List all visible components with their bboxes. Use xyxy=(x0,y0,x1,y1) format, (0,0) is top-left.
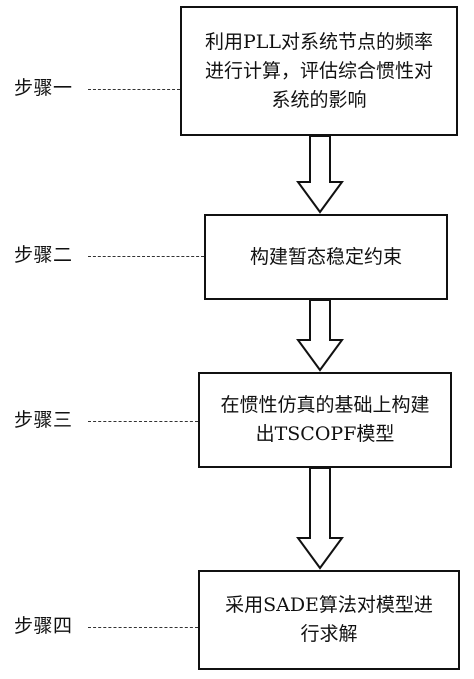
connector-dash-4 xyxy=(88,627,198,628)
connector-dash-1 xyxy=(88,89,180,90)
step-label-4: 步骤四 xyxy=(14,615,73,637)
down-arrow-icon xyxy=(296,468,344,570)
process-box-4: 采用SADE算法对模型进行求解 xyxy=(198,570,460,670)
process-box-2: 构建暂态稳定约束 xyxy=(204,214,448,300)
process-box-3-text: 在惯性仿真的基础上构建出TSCOPF模型 xyxy=(220,394,430,445)
process-box-3: 在惯性仿真的基础上构建出TSCOPF模型 xyxy=(198,372,452,468)
process-box-4-text: 采用SADE算法对模型进行求解 xyxy=(225,594,433,645)
connector-dash-2 xyxy=(88,256,204,257)
step-label-2: 步骤二 xyxy=(14,244,73,266)
flow-arrow-3 xyxy=(290,468,350,570)
flow-arrow-2 xyxy=(290,300,350,372)
process-box-1: 利用PLL对系统节点的频率进行计算，评估综合惯性对系统的影响 xyxy=(180,6,458,136)
process-box-2-text: 构建暂态稳定约束 xyxy=(249,245,402,268)
down-arrow-icon xyxy=(296,136,344,214)
down-arrow-icon xyxy=(296,300,344,372)
step-label-3: 步骤三 xyxy=(14,409,73,431)
connector-dash-3 xyxy=(88,421,198,422)
flow-arrow-1 xyxy=(290,136,350,214)
process-box-1-text: 利用PLL对系统节点的频率进行计算，评估综合惯性对系统的影响 xyxy=(204,30,434,111)
step-label-1: 步骤一 xyxy=(14,77,73,99)
